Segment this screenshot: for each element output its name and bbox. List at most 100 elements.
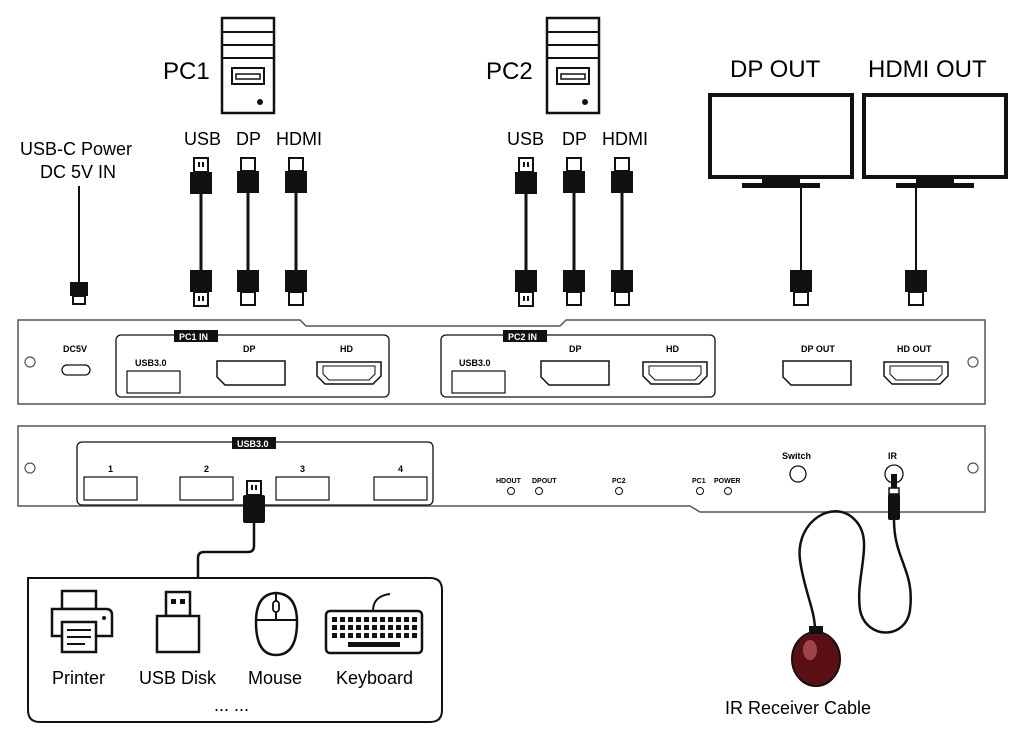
keyboard-label: Keyboard xyxy=(336,668,413,688)
rear-pc2-hd-label: HD xyxy=(666,344,679,354)
front-usb-port-3-label: 3 xyxy=(300,464,305,474)
power-label-line1: USB-C Power xyxy=(20,139,132,159)
keyboard-key xyxy=(340,625,345,630)
front-usb-cable xyxy=(196,480,265,578)
keyboard-key xyxy=(380,625,385,630)
ir-receiver-cable xyxy=(791,474,913,687)
keyboard-key xyxy=(396,625,401,630)
pc1-port-dp-label: DP xyxy=(236,129,261,149)
pc1-port-usb-label: USB xyxy=(184,129,221,149)
led-dpout xyxy=(535,487,543,495)
keyboard-key xyxy=(348,625,353,630)
switch-button xyxy=(789,465,807,483)
front-usb-port-1-label: 1 xyxy=(108,464,113,474)
hdmi-out-label: HDMI OUT xyxy=(868,56,987,83)
keyboard-spacebar xyxy=(348,642,400,647)
keyboard-key xyxy=(380,633,385,638)
pc1-label: PC1 xyxy=(163,58,210,85)
hdmi-out-cable xyxy=(904,188,928,306)
front-switch-label: Switch xyxy=(782,451,811,461)
front-ir-label: IR xyxy=(888,451,898,461)
power-label-line2: DC 5V IN xyxy=(40,162,116,182)
rear-dc-label: DC5V xyxy=(63,344,87,354)
hdmi-monitor-icon xyxy=(862,93,1008,190)
led-hdout xyxy=(507,487,515,495)
keyboard-key xyxy=(340,617,345,622)
rear-pc1-usb-port xyxy=(126,370,181,394)
keyboard-key xyxy=(404,633,409,638)
front-usb-port-3 xyxy=(275,476,330,501)
dp-out-label: DP OUT xyxy=(730,56,821,83)
printer-icon xyxy=(50,589,114,654)
rear-pc2-hd-port xyxy=(642,361,708,385)
keyboard-key xyxy=(372,625,377,630)
keyboard-key xyxy=(356,625,361,630)
ir-cable-label: IR Receiver Cable xyxy=(725,698,871,718)
front-usb-port-2-label: 2 xyxy=(204,464,209,474)
led-pc2-label: PC2 xyxy=(612,478,626,485)
keyboard-key xyxy=(412,625,417,630)
pc2-port-hdmi-label: HDMI xyxy=(602,129,648,149)
led-power xyxy=(724,487,732,495)
rear-pc1-usb-label: USB3.0 xyxy=(135,358,167,368)
keyboard-key xyxy=(332,633,337,638)
led-pc2 xyxy=(615,487,623,495)
pc2-hdmi-cable xyxy=(610,157,634,306)
pc1-port-hdmi-label: HDMI xyxy=(276,129,322,149)
keyboard-key xyxy=(364,633,369,638)
mouse-icon xyxy=(254,591,299,657)
keyboard-key xyxy=(388,633,393,638)
keyboard-key xyxy=(380,617,385,622)
rear-pc1-hd-port xyxy=(316,361,382,385)
keyboard-key xyxy=(332,617,337,622)
keyboard-key xyxy=(348,617,353,622)
pc1-tower-icon xyxy=(220,16,276,115)
pc1-usb-cable xyxy=(189,157,213,307)
rear-pc1-dp-port xyxy=(216,360,286,386)
front-usb-port-4-label: 4 xyxy=(398,464,403,474)
keyboard-key xyxy=(396,633,401,638)
front-usb-port-1 xyxy=(83,476,138,501)
led-pc1 xyxy=(696,487,704,495)
pc2-usb-cable xyxy=(514,157,538,307)
front-panel: USB3.0 1 2 3 4 HDOUT DPOUT PC2 PC1 POWER… xyxy=(17,425,986,513)
pc2-dp-cable xyxy=(562,157,586,306)
keyboard-key xyxy=(404,625,409,630)
pc2-port-usb-label: USB xyxy=(507,129,544,149)
usb-disk-label: USB Disk xyxy=(139,668,217,688)
more-devices-ellipsis: ... ... xyxy=(214,695,249,715)
keyboard-key xyxy=(348,633,353,638)
usb-disk-icon xyxy=(155,590,201,654)
dp-monitor-icon xyxy=(708,93,854,190)
rear-pc1-hd-label: HD xyxy=(340,344,353,354)
keyboard-key xyxy=(372,633,377,638)
rear-panel: DC5V PC1 IN USB3.0 DP HD PC2 IN USB3.0 D… xyxy=(17,319,986,405)
keyboard-key xyxy=(364,617,369,622)
led-pc1-label: PC1 xyxy=(692,478,706,485)
mouse-label: Mouse xyxy=(248,668,302,688)
keyboard-key xyxy=(332,625,337,630)
keyboard-key xyxy=(412,617,417,622)
front-usb-port-4 xyxy=(373,476,428,501)
pc2-tower-icon xyxy=(545,16,601,115)
rear-pc2-usb-port xyxy=(451,370,506,394)
usb-c-power-cable xyxy=(70,186,88,305)
peripherals-box: Printer USB Disk Mouse Keyboard ... ... xyxy=(27,577,443,723)
keyboard-key xyxy=(372,617,377,622)
pc2-label: PC2 xyxy=(486,58,533,85)
rear-pc2-tag: PC2 IN xyxy=(508,332,537,342)
rear-pc2-dp-port xyxy=(540,360,610,386)
front-usb-tag: USB3.0 xyxy=(237,439,269,449)
keyboard-key xyxy=(364,625,369,630)
ir-receiver-icon xyxy=(791,631,841,687)
rear-hd-out-label: HD OUT xyxy=(897,344,932,354)
pc2-port-dp-label: DP xyxy=(562,129,587,149)
keyboard-key xyxy=(396,617,401,622)
pc1-dp-cable xyxy=(236,157,260,306)
keyboard-key xyxy=(356,617,361,622)
rear-dp-out-label: DP OUT xyxy=(801,344,835,354)
keyboard-icon xyxy=(324,593,424,655)
rear-dp-out-port xyxy=(782,360,852,386)
front-usb-port-2 xyxy=(179,476,234,501)
